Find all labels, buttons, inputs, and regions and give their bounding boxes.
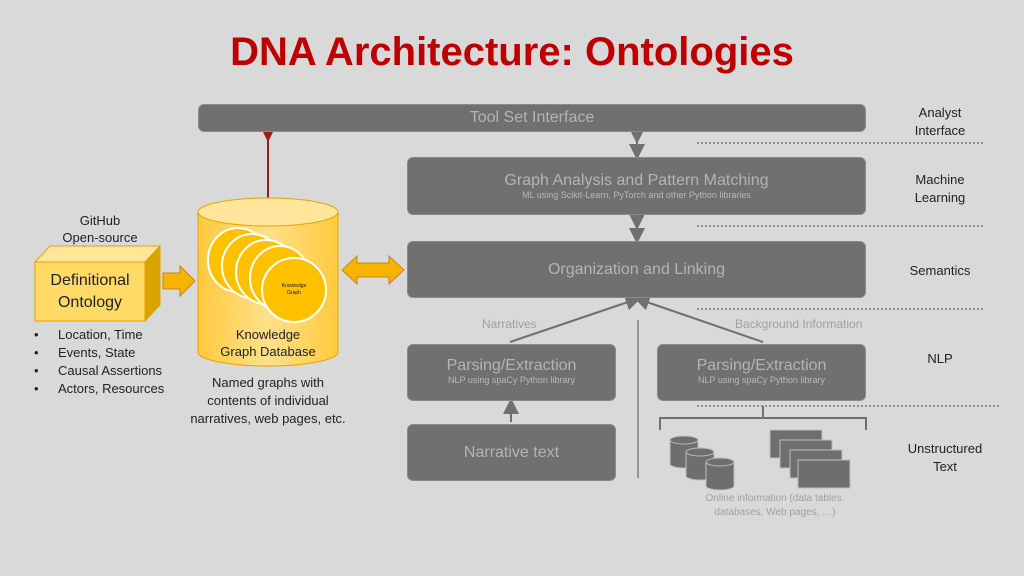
kg-disc-line: Graph: [287, 290, 301, 296]
online-info-caption: Online information (data tables. databas…: [690, 492, 860, 520]
kg-db-line: Knowledge: [235, 327, 301, 342]
layer-machine-learning: Machine Learning: [890, 171, 990, 207]
organization-box: Organization and Linking: [407, 241, 866, 298]
parsing-left-box: Parsing/Extraction NLP using spaCy Pytho…: [407, 344, 616, 401]
ontology-bullets: Location, Time Events, State Causal Asse…: [30, 326, 164, 398]
layer-line: Machine: [915, 172, 965, 187]
database-icon: [669, 435, 735, 491]
bullet-item: Location, Time: [30, 326, 164, 344]
graph-analysis-title: Graph Analysis and Pattern Matching: [504, 172, 769, 189]
ontology-cube: [33, 244, 162, 323]
layer-line: Semantics: [909, 263, 971, 278]
arrow-narratives-to-org: [509, 294, 642, 343]
bullet-item: Causal Assertions: [30, 362, 164, 380]
layer-unstructured-text: Unstructured Text: [890, 440, 1000, 476]
github-line: Open-source: [62, 230, 138, 245]
named-graphs-line: Named graphs with: [212, 375, 324, 390]
layer-line: Learning: [914, 190, 966, 205]
kg-disc-label: Knowledge Graph: [274, 283, 314, 297]
toolset-label: Tool Set Interface: [469, 109, 595, 126]
parsing-right-box: Parsing/Extraction NLP using spaCy Pytho…: [657, 344, 866, 401]
layer-analyst-interface: Analyst Interface: [890, 104, 990, 140]
bracket-connector: [659, 406, 867, 430]
parsing-right-subtitle: NLP using spaCy Python library: [698, 375, 825, 385]
layer-line: Interface: [914, 123, 966, 138]
layer-line: NLP: [927, 351, 953, 366]
kg-disc-line: Knowledge: [281, 283, 307, 289]
github-line: GitHub: [79, 213, 121, 228]
organization-title: Organization and Linking: [547, 261, 725, 278]
page-title: DNA Architecture: Ontologies: [230, 30, 794, 74]
parsing-left-subtitle: NLP using spaCy Python library: [448, 375, 575, 385]
layer-line: Unstructured: [907, 441, 983, 456]
double-arrow-database-organization: [341, 254, 405, 286]
ontology-label: Definitional Ontology: [35, 270, 145, 314]
bullet-item: Events, State: [30, 344, 164, 362]
layer-line: Text: [933, 459, 957, 474]
online-info-line2: databases, Web pages, …): [714, 507, 836, 518]
named-graphs-caption: Named graphs with contents of individual…: [183, 374, 353, 428]
pages-icon: [769, 429, 851, 489]
ontology-line: Definitional: [50, 272, 130, 289]
toolset-interface-bar: Tool Set Interface: [198, 104, 866, 132]
background-label: Background Information: [735, 317, 863, 331]
layer-nlp: NLP: [890, 350, 990, 368]
layer-line: Analyst: [918, 105, 962, 120]
kg-db-line: Graph Database: [220, 344, 316, 359]
knowledge-graph-discs: [207, 227, 327, 323]
named-graphs-line: contents of individual: [207, 393, 329, 408]
arrow-ontology-to-database: [162, 264, 196, 298]
named-graphs-line: narratives, web pages, etc.: [190, 411, 346, 426]
narratives-label: Narratives: [482, 317, 537, 331]
parsing-right-title: Parsing/Extraction: [696, 357, 827, 374]
layer-semantics: Semantics: [890, 262, 990, 280]
bullet-item: Actors, Resources: [30, 380, 164, 398]
ontology-line: Ontology: [57, 294, 123, 311]
parsing-left-title: Parsing/Extraction: [446, 357, 577, 374]
online-info-line1: Online information (data tables.: [705, 493, 845, 504]
github-label: GitHub Open-source: [40, 212, 160, 246]
graph-analysis-box: Graph Analysis and Pattern Matching ML u…: [407, 157, 866, 215]
graph-analysis-subtitle: ML using Scikit-Learn, PyTorch and other…: [522, 190, 751, 200]
narrative-text-label: Narrative text: [463, 444, 560, 461]
arrow-background-to-org: [633, 295, 764, 343]
narrative-text-box: Narrative text: [407, 424, 616, 481]
kg-database-label: Knowledge Graph Database: [198, 326, 338, 360]
